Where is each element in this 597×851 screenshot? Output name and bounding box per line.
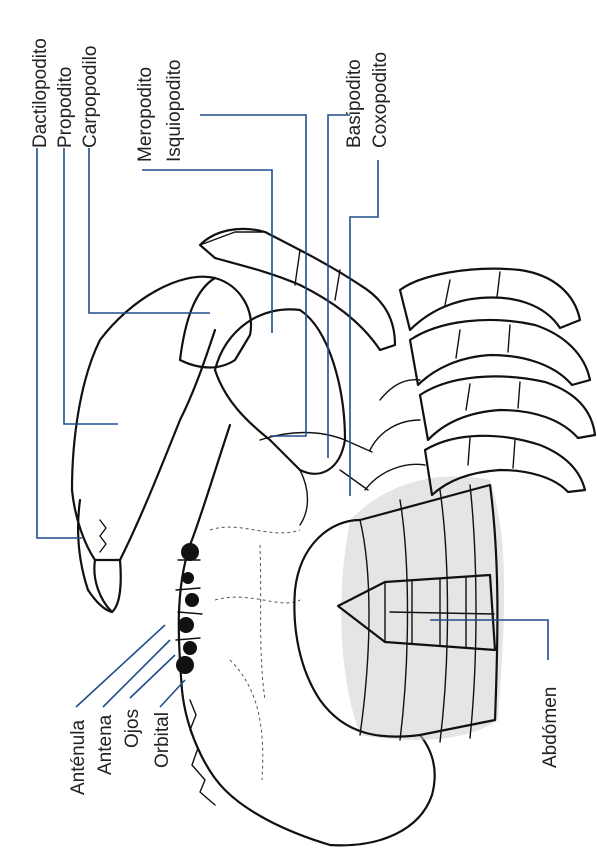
leader-basipodito [328,115,350,458]
cheliped-merus [215,309,345,473]
carapace-front-edge [190,700,215,805]
walking-leg-1 [200,229,395,350]
crab-illustration [72,229,595,845]
cheliped-carpus [180,278,251,368]
walking-leg-1-tip [200,232,340,300]
leader-ojos [130,655,175,698]
leader-propodito [64,148,118,424]
walking-leg-4 [420,376,595,440]
label-coxopodito: Coxopodito [370,52,391,148]
label-propodito: Propodito [55,67,76,148]
leader-isquiopodito [200,115,306,436]
cheliped-propodus [72,277,215,560]
label-ojos: Ojos [122,709,143,748]
leg-bases [340,380,425,490]
walking-leg-3 [410,320,590,385]
cheliped-claw-teeth [100,520,106,552]
carapace-region-line [210,527,300,780]
label-abdomen: Abdómen [540,687,561,768]
leader-coxopodito [350,160,378,496]
label-carpopodilo: Carpopodilo [80,46,101,148]
label-antenula: Anténula [68,720,89,795]
underbelly-shading [341,476,504,740]
label-isquiopodito: Isquiopodito [164,60,185,162]
cheliped-dactylus [78,500,121,612]
label-meropodito: Meropodito [135,67,156,162]
label-dactilopodito: Dactilopodito [30,38,51,148]
label-orbital: Orbital [152,712,173,768]
label-basipodito: Basipodito [344,59,365,148]
leader-antenula [76,625,165,707]
leader-orbital [160,680,185,707]
cheliped-merus-inner [260,433,345,526]
leader-carpopodilo [89,148,210,313]
leader-dactilopodito [37,148,82,538]
label-antena: Antena [95,714,116,775]
